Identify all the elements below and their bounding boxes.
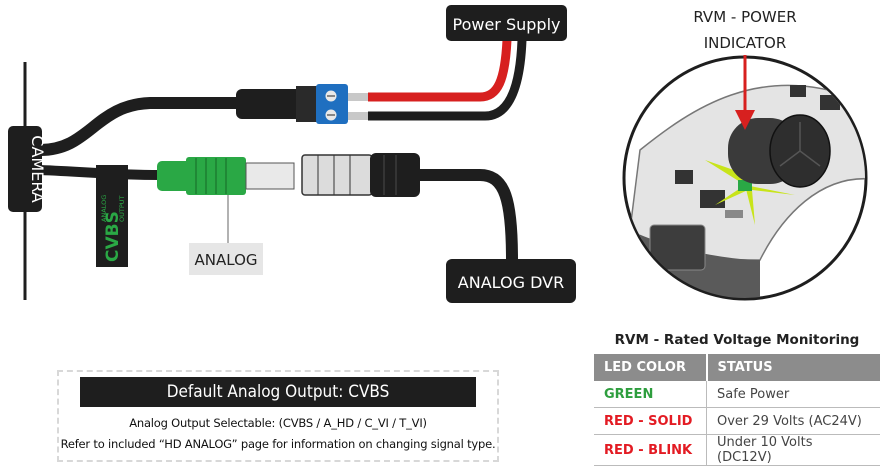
rvm-table: LED COLOR STATUS GREEN Safe Power RED - … [594,354,880,466]
note-box [57,370,499,462]
rvm-power-label-2: INDICATOR [704,34,787,52]
bnc-plug [301,154,373,196]
analog-dvr-label: ANALOG DVR [458,273,564,292]
table-row: GREEN Safe Power [594,381,880,408]
cvbs-text: CVBS [103,211,123,262]
note-line-2: Refer to included “HD ANALOG” page for i… [60,437,496,451]
header-led-color: LED COLOR [594,354,707,381]
led-color-cell: RED - SOLID [594,407,707,435]
power-supply-label-box [446,5,567,41]
analog-label: ANALOG [195,251,258,269]
note-title: Default Analog Output: CVBS [80,377,476,407]
table-row: RED - SOLID Over 29 Volts (AC24V) [594,407,880,435]
red-wire [368,39,512,102]
rvm-led [738,180,752,191]
black-wire [368,39,527,121]
analog-output-text-1: ANALOG [100,195,108,222]
status-cell: Safe Power [706,381,880,408]
power-supply-label: Power Supply [453,15,561,34]
rvm-table-title: RVM - Rated Voltage Monitoring [614,332,860,348]
dvr-cable [418,169,518,261]
analog-dvr-label-box [446,259,576,303]
camera-label-box [8,126,42,212]
analog-output-text-2: OUTPUT [118,195,126,222]
power-cable [34,97,246,156]
cvbs-tag [96,165,128,267]
status-cell: Under 10 Volts (DC12V) [706,434,880,466]
header-status: STATUS [705,354,880,381]
table-row: RED - BLINK Under 10 Volts (DC12V) [594,434,880,466]
led-color-cell: RED - BLINK [594,434,707,466]
camera-label: CAMERA [28,135,47,203]
status-cell: Over 29 Volts (AC24V) [706,407,880,435]
terminal-block [316,84,348,124]
note-line-1: Analog Output Selectable: (CVBS / A_HD /… [129,416,427,430]
power-plug [236,89,314,119]
rvm-power-label-1: RVM - POWER [693,8,796,26]
analog-label-box [189,243,263,275]
led-color-cell: GREEN [594,381,707,408]
